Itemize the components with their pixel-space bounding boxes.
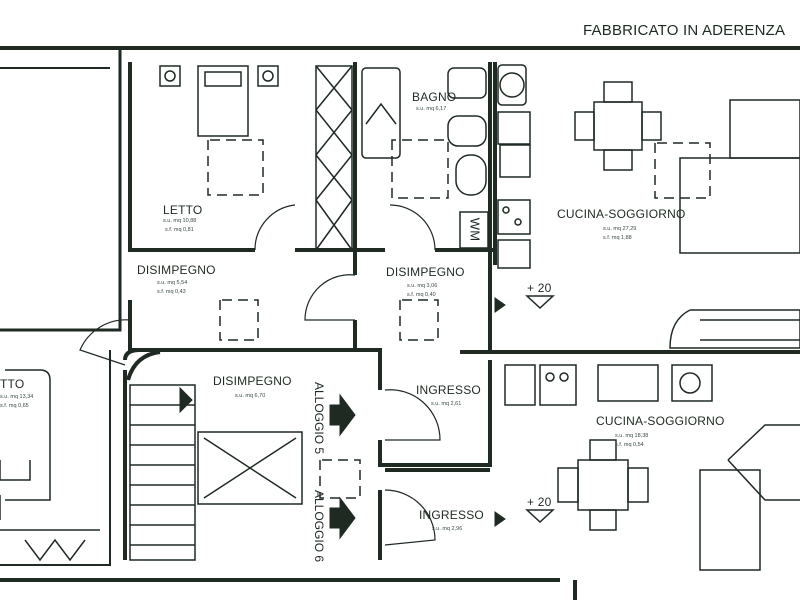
room-disimpegno-left-sf: s.f. mq 0,43 [157, 289, 186, 295]
room-disimpegno-mid-su: s.u. mq 3,06 [407, 283, 438, 289]
room-letto-left-su: s.u. mq 13,34 [0, 394, 34, 400]
room-cucina-top-su: s.u. mq 27,29 [603, 226, 637, 232]
level-mark-bottom: + 20 [527, 495, 552, 509]
room-disimpegno-left-su: s.u. mq 5,54 [157, 280, 188, 286]
room-ingresso-bottom-su: s.u. mq 2,96 [432, 526, 463, 532]
door-swings [79, 204, 441, 546]
room-bagno-su: s.u. mq 6,17 [416, 106, 447, 112]
unit-label-alloggio-6: ALLOGGIO 6 [312, 490, 326, 563]
room-cucina-bottom-sf: s.f. mq 0,54 [615, 442, 644, 448]
unit-label-alloggio-5: ALLOGGIO 5 [312, 382, 326, 455]
washing-machine-label: WM [467, 217, 483, 242]
room-ingresso-top-name: INGRESSO [416, 383, 481, 397]
room-ingresso-bottom-name: INGRESSO [419, 508, 484, 522]
room-disimpegno-mid-sf: s.f. mq 0,40 [407, 292, 436, 298]
room-letto-left-name: TTO [0, 377, 25, 391]
level-mark-top: + 20 [527, 281, 552, 295]
room-cucina-top-name: CUCINA-SOGGIORNO [557, 207, 686, 221]
room-cucina-bottom-name: CUCINA-SOGGIORNO [596, 414, 725, 428]
header-title: FABBRICATO IN ADERENZA [583, 22, 786, 39]
arrows [179, 295, 555, 540]
room-cucina-top-sf: s.f. mq 1,88 [603, 235, 632, 241]
room-cucina-bottom-su: s.u. mq 18,38 [615, 433, 649, 439]
room-bagno-name: BAGNO [412, 90, 457, 104]
room-disimpegno-left-name: DISIMPEGNO [137, 263, 216, 277]
furniture [0, 64, 800, 571]
room-disimpegno-mid-name: DISIMPEGNO [386, 265, 465, 279]
room-letto-sf: s.f. mq 0,81 [165, 227, 194, 233]
walls [0, 46, 800, 600]
room-letto-name: LETTO [163, 203, 203, 217]
room-letto-left-sf: s.f. mq 0,65 [0, 403, 29, 409]
room-disimpegno-stair-su: s.u. mq 6,70 [235, 393, 266, 399]
room-letto-su: s.u. mq 10,88 [163, 218, 197, 224]
room-disimpegno-stair-name: DISIMPEGNO [213, 374, 292, 388]
room-ingresso-top-su: s.u. mq 2,61 [431, 401, 462, 407]
